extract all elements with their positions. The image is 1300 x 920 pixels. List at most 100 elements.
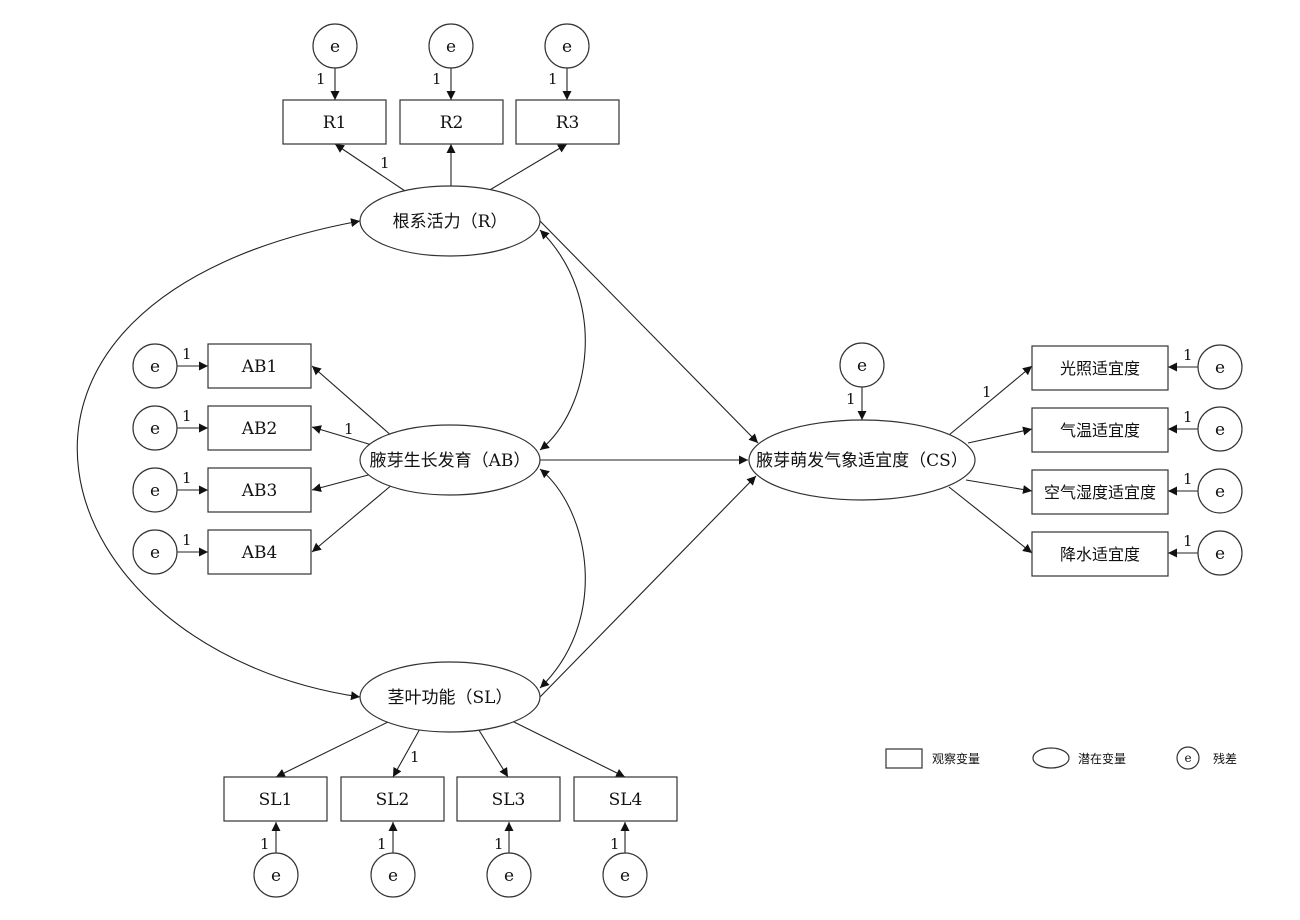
label-SL2: SL2 [376,790,410,810]
residual-R2-label: e [446,37,456,57]
observed-R2 [399,99,504,145]
residual-CS4-label: e [1215,544,1225,564]
latent-SL-label: 茎叶功能（SL） [388,688,513,708]
residual-R3 [544,23,590,69]
observed-SL3 [456,776,561,822]
coef-e-CS1: 1 [1183,346,1193,364]
coef-e-AB4: 1 [182,531,192,549]
residual-R1 [312,23,358,69]
residual-SL1-label: e [271,866,281,886]
observed-AB1 [207,343,312,389]
path-CS-to-CS1 [948,365,1033,436]
residual-CS [839,342,885,388]
residual-AB2-label: e [150,419,160,439]
label-CS3: 空气湿度适宜度 [1044,483,1156,502]
coef-R-R1: 1 [380,154,390,172]
observed-AB2 [207,405,312,451]
label-SL1: SL1 [259,790,293,810]
path-AB-to-AB2 [311,425,373,446]
latent-R [359,185,541,257]
path-SL-to-SL3 [476,726,509,778]
legend-latent-label: 潜在变量 [1078,751,1126,766]
coef-e-SL1: 1 [260,835,270,853]
latent-AB [359,424,541,496]
coef-e-SL2: 1 [377,835,387,853]
observed-SL4 [573,776,678,822]
residual-SL4-label: e [620,866,630,886]
path-SL-to-SL2 [392,726,422,778]
residual-CS-label: e [857,356,867,376]
latent-AB-label: 腋芽生长发育（AB） [370,451,531,471]
residual-R2 [428,23,474,69]
latent-CS-label: 腋芽萌发气象适宜度（CS） [756,451,968,471]
label-AB4: AB4 [241,543,278,563]
residual-SL3-label: e [504,866,514,886]
residual-AB1 [132,343,178,389]
residual-CS2-label: e [1215,420,1225,440]
path-R-to-R3 [487,143,568,192]
label-R2: R2 [440,113,464,133]
observed-AB3 [207,467,312,513]
label-AB1: AB1 [241,357,278,377]
label-CS2: 气温适宜度 [1060,421,1140,440]
label-AB2: AB2 [241,419,278,439]
coef-e-R3: 1 [548,70,558,88]
label-AB3: AB3 [241,481,278,501]
cov-AB-SL [539,468,586,689]
path-CS-to-CS4 [948,486,1033,554]
legend-observed-label: 观察变量 [932,751,980,766]
coef-CS-CS1: 1 [982,383,992,401]
coef-e-AB3: 1 [182,469,192,487]
coef-SL-SL2: 1 [410,748,420,766]
residual-AB4-label: e [150,543,160,563]
residual-SL3 [486,852,532,898]
observed-SL1 [223,776,328,822]
latent-R-label: 根系活力（R） [393,212,508,232]
residual-CS1 [1197,344,1243,390]
coef-e-R1: 1 [316,70,326,88]
path-R-to-CS [539,220,759,444]
path-AB-to-AB4 [311,483,394,553]
residual-AB2 [132,405,178,451]
observed-CS2 [1031,407,1169,453]
residual-AB1-label: e [150,357,160,377]
legend: 观察变量 潜在变量 e 残差 [885,746,1237,770]
legend-latent-swatch [1032,747,1070,769]
residual-CS2 [1197,406,1243,452]
residual-SL2 [370,852,416,898]
cov-R-AB [539,229,586,451]
observed-CS4 [1031,531,1169,577]
path-R-to-R1 [334,143,409,194]
residual-SL1 [253,852,299,898]
coef-e-SL4: 1 [610,835,620,853]
residual-AB3-label: e [150,481,160,501]
path-CS-to-CS3 [965,479,1033,494]
coef-e-AB2: 1 [182,407,192,425]
residual-CS3-label: e [1215,482,1225,502]
observed-CS1 [1031,345,1169,391]
residual-SL4 [602,852,648,898]
coef-e-CS: 1 [846,390,856,408]
residual-R3-label: e [562,37,572,57]
path-SL-to-SL4 [511,720,626,778]
legend-residual-label: 残差 [1213,752,1237,766]
residual-AB3 [132,467,178,513]
observed-CS3 [1031,469,1169,515]
label-CS4: 降水适宜度 [1060,545,1140,564]
label-SL4: SL4 [609,790,643,810]
label-SL3: SL3 [492,790,526,810]
path-CS-to-CS2 [967,426,1033,444]
residual-AB4 [132,529,178,575]
coef-e-SL3: 1 [494,835,504,853]
observed-SL2 [340,776,445,822]
latent-SL [359,661,541,733]
coef-e-CS4: 1 [1183,532,1193,550]
coef-AB-AB2: 1 [344,420,354,438]
legend-residual-swatch [1176,746,1200,770]
path-AB-to-AB3 [311,473,373,493]
path-SL-to-CS [539,475,757,698]
coef-e-R2: 1 [432,70,442,88]
coef-e-CS3: 1 [1183,470,1193,488]
residual-SL2-label: e [388,866,398,886]
